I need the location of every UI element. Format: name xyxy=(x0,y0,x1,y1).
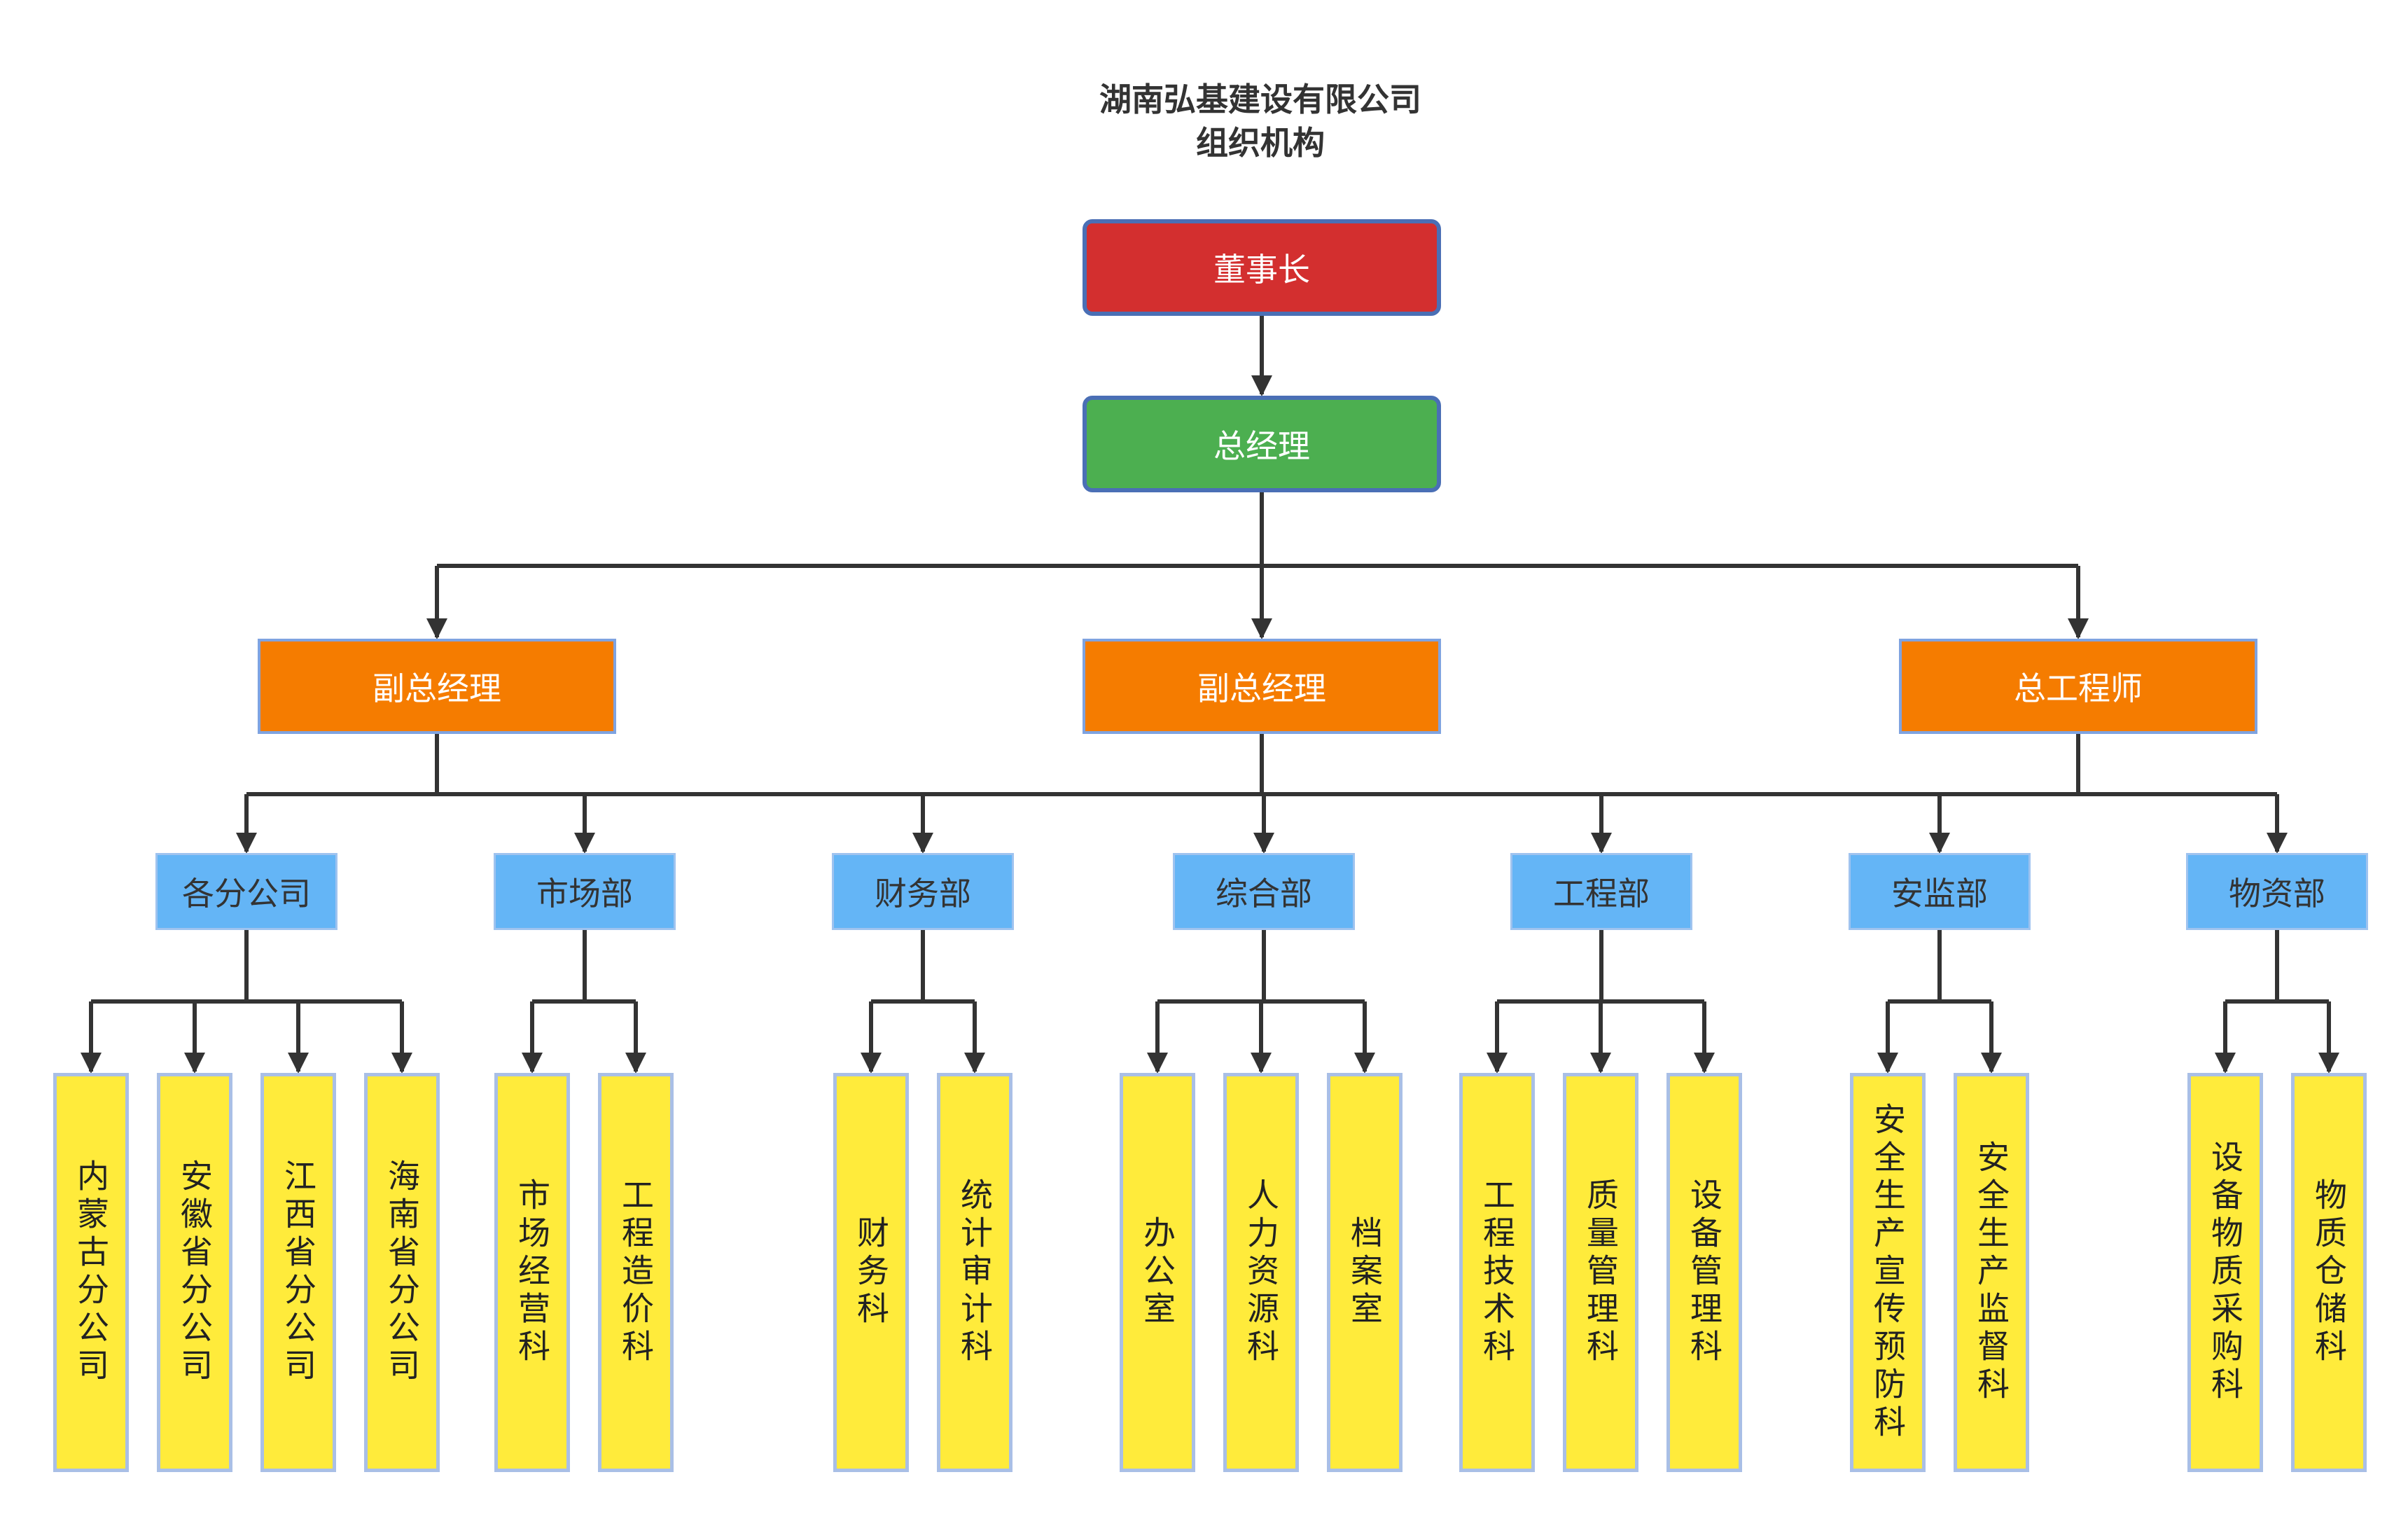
unit-box: 财务科 xyxy=(833,1073,909,1472)
unit-box: 安全生产监督科 xyxy=(1954,1073,2029,1472)
dept-market-box: 市场部 xyxy=(494,853,676,930)
unit-box: 市场经营科 xyxy=(494,1073,570,1472)
unit-box: 统计审计科 xyxy=(937,1073,1012,1472)
chairman-box: 董事长 xyxy=(1083,219,1441,316)
chart-title-company: 湖南弘基建设有限公司 xyxy=(1099,81,1421,118)
unit-box: 设备物质采购科 xyxy=(2187,1073,2263,1472)
dept-general-box: 综合部 xyxy=(1173,853,1355,930)
unit-box: 办公室 xyxy=(1120,1073,1195,1472)
unit-box: 安徽省分公司 xyxy=(157,1073,232,1472)
unit-box: 江西省分公司 xyxy=(260,1073,336,1472)
unit-box: 物质仓储科 xyxy=(2291,1073,2367,1472)
unit-box: 安全生产宣传预防科 xyxy=(1850,1073,1926,1472)
dept-safety-box: 安监部 xyxy=(1849,853,2031,930)
unit-box: 设备管理科 xyxy=(1666,1073,1742,1472)
deputy-gm-left-box: 副总经理 xyxy=(258,639,616,734)
chart-title-subtitle: 组织机构 xyxy=(1196,124,1325,162)
chief-engineer-box: 总工程师 xyxy=(1899,639,2257,734)
general-manager-box: 总经理 xyxy=(1083,396,1441,492)
dept-branches-box: 各分公司 xyxy=(155,853,337,930)
unit-box: 人力资源科 xyxy=(1223,1073,1299,1472)
unit-box: 档案室 xyxy=(1327,1073,1403,1472)
deputy-gm-center-box: 副总经理 xyxy=(1083,639,1441,734)
unit-box: 质量管理科 xyxy=(1563,1073,1638,1472)
dept-materials-box: 物资部 xyxy=(2186,853,2368,930)
dept-finance-box: 财务部 xyxy=(832,853,1014,930)
unit-box: 工程造价科 xyxy=(598,1073,674,1472)
unit-box: 海南省分公司 xyxy=(364,1073,440,1472)
dept-engineering-box: 工程部 xyxy=(1510,853,1692,930)
unit-box: 内蒙古分公司 xyxy=(53,1073,129,1472)
unit-box: 工程技术科 xyxy=(1459,1073,1535,1472)
